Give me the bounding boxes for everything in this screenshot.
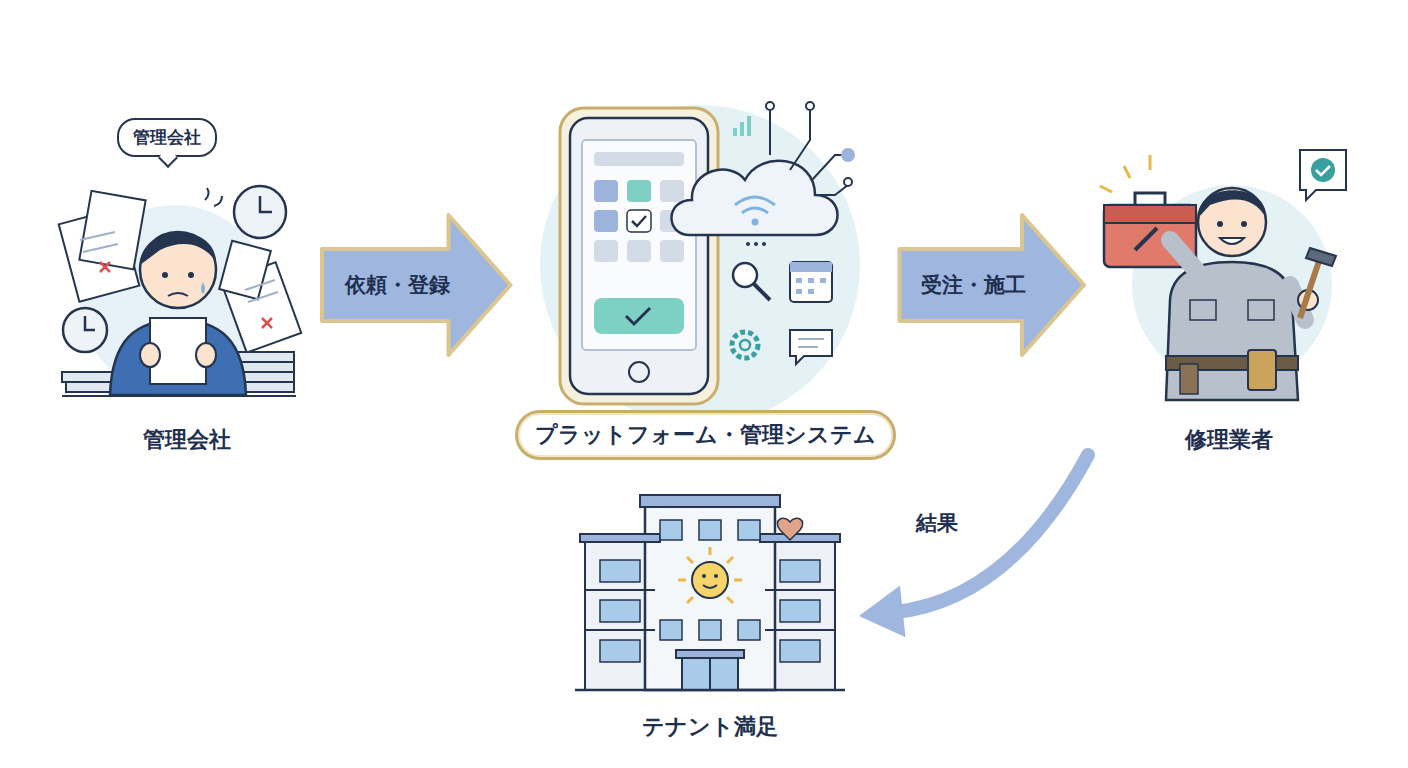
flow-arrow [900,215,1085,355]
label-pill: プラットフォーム・管理システム [515,410,896,460]
edge-label: 依頼・登録 [345,271,450,299]
worker-illustration [1100,150,1346,400]
actor-node: テナント満足 [575,490,845,742]
node-caption: テナント満足 [642,712,778,742]
bubble-text: 管理会社 [133,127,201,147]
flow-arrow [322,215,511,355]
speech-bubble: 管理会社 [117,118,217,157]
node-caption: プラットフォーム・管理システム [535,420,876,450]
platform-node: プラットフォーム・管理システム [515,95,896,460]
actor-node: 管理会社管理会社 [55,110,318,455]
platform-illustration [540,102,860,425]
actor-node: 修理業者 [1088,140,1370,455]
flow-arrow [859,455,1088,637]
edge-label: 受注・施工 [921,271,1026,299]
node-caption: 管理会社 [143,425,231,455]
building-illustration [575,495,845,690]
manager-illustration [59,186,302,396]
edge-label: 結果 [916,509,958,537]
node-caption: 修理業者 [1185,425,1273,455]
